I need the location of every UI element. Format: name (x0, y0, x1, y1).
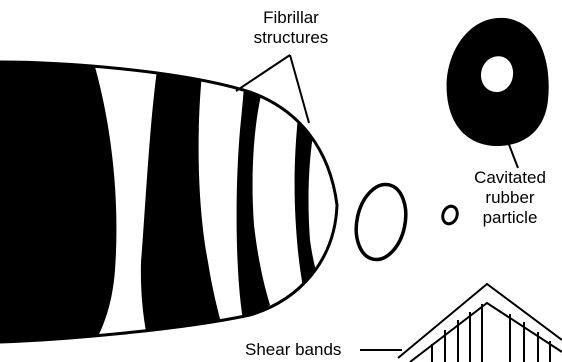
fibrillar-leader-1 (236, 55, 290, 91)
fibrillar-leader-2 (290, 55, 309, 123)
fibrillar-label-line1: Fibrillar (246, 8, 336, 28)
cavitated-label-line2: rubber (460, 188, 560, 208)
cavitated-label-line3: particle (460, 208, 560, 228)
particle-leader (508, 142, 518, 168)
fibril-band-3 (295, 100, 322, 300)
shear-bands (398, 284, 562, 362)
void-large (350, 180, 413, 264)
shear-bands-label: Shear bands (245, 340, 341, 360)
fibrillar-structures-label: Fibrillar structures (246, 8, 336, 48)
fibril-band-2 (237, 70, 270, 330)
cavitated-label-line1: Cavitated (460, 168, 560, 188)
fibrillar-label-line2: structures (246, 28, 336, 48)
craze-label: Craze (153, 195, 198, 215)
cavitated-rubber-particle-label: Cavitated rubber particle (460, 168, 560, 228)
void-small (440, 204, 459, 226)
crack-label: Crack (30, 195, 74, 215)
